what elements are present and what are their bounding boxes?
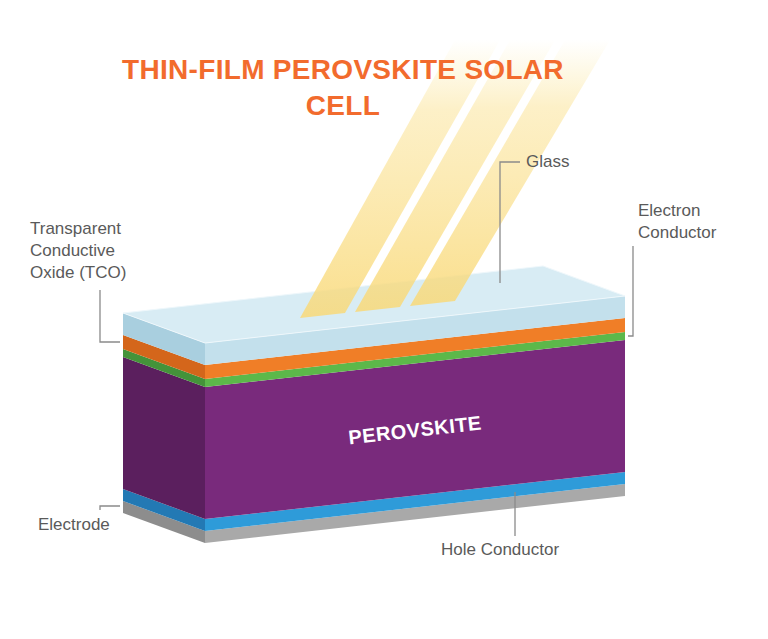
leader-line — [500, 162, 520, 283]
diagram-title: THIN-FILM PEROVSKITE SOLAR CELL — [113, 52, 573, 124]
leader-line — [628, 246, 633, 336]
callout-label: Transparent Conductive Oxide (TCO) — [30, 218, 158, 284]
callout-label: Electrode — [38, 514, 138, 536]
callout-label: Glass — [526, 151, 616, 173]
layer-name: PEROVSKITE — [347, 411, 483, 449]
leader-line — [100, 506, 120, 510]
leader-line — [100, 290, 120, 342]
callout-label: Electron Conductor — [638, 200, 748, 244]
leader-line — [514, 492, 515, 536]
callout-label: Hole Conductor — [441, 539, 601, 561]
